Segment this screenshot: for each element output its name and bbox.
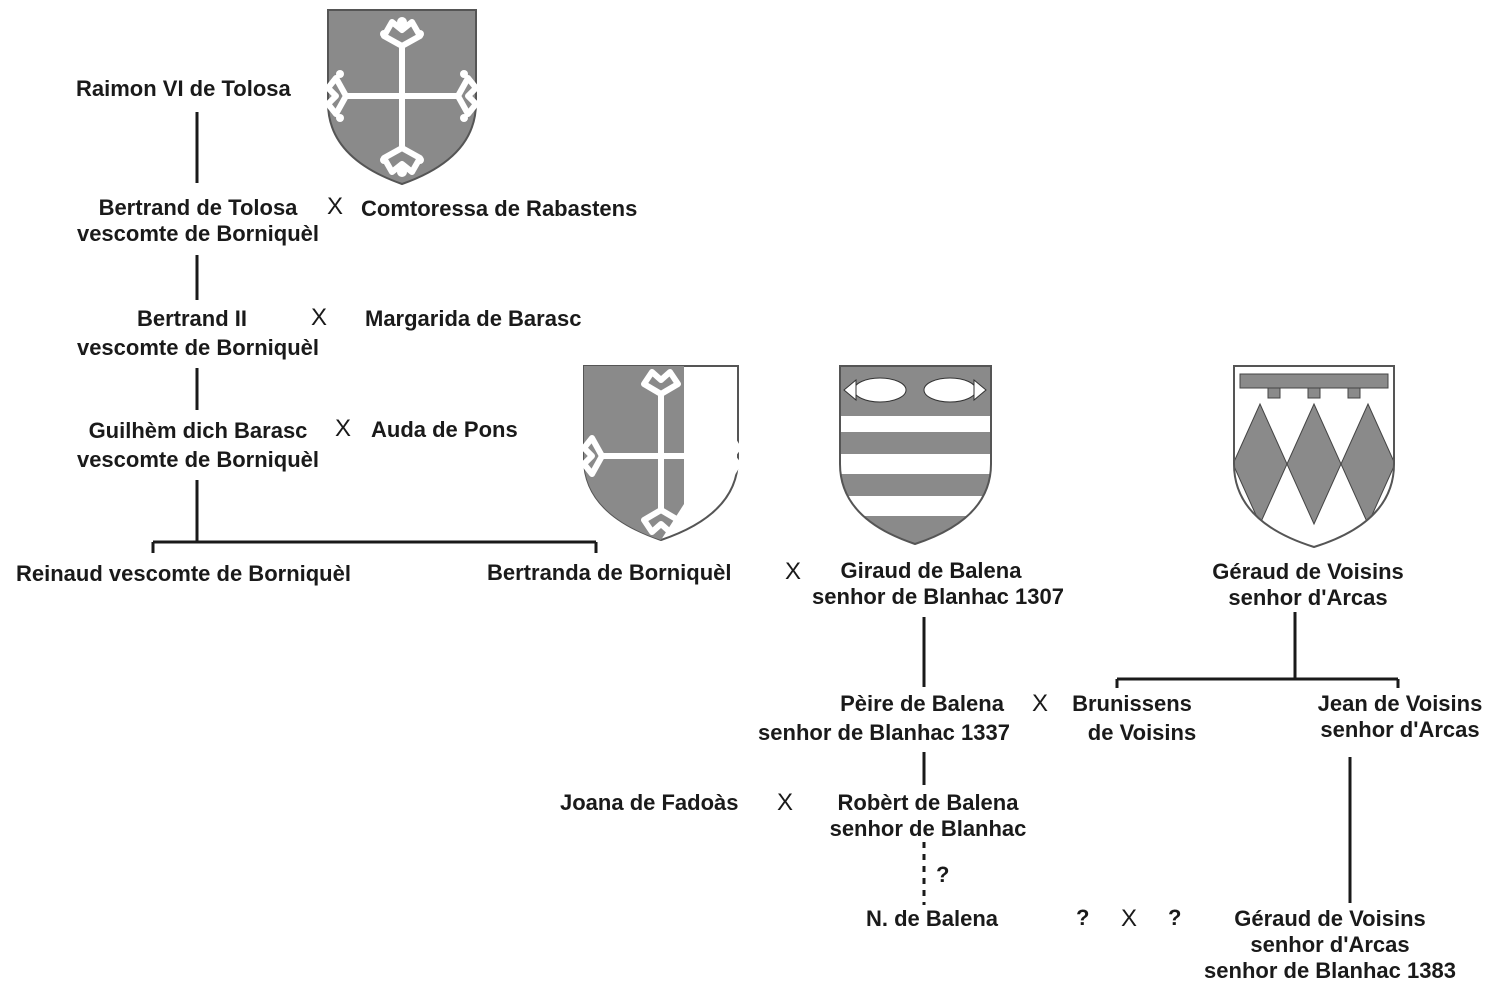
- person-title: senhor de Blanhac 1383: [1204, 958, 1456, 983]
- person-name: Giraud de Balena: [840, 558, 1022, 583]
- marriage-symbol: X: [1032, 690, 1049, 717]
- marriage-symbol: X: [785, 558, 802, 585]
- marriage-symbol: X: [327, 193, 344, 220]
- person-robert: Robèrt de Balena senhor de Blanhac: [808, 790, 1048, 842]
- unknown-person-symbol: ?: [1076, 905, 1090, 930]
- person-title: senhor d'Arcas: [1228, 585, 1388, 610]
- person-name: Robèrt de Balena: [837, 790, 1019, 815]
- person-title: de Voisins: [1087, 720, 1197, 745]
- person-giraud: Giraud de Balena senhor de Blanhac 1307: [790, 558, 1086, 610]
- person-geraud-voisins-2: Géraud de Voisins senhor d'Arcas senhor …: [1180, 906, 1480, 984]
- borniquel-cross-shield-icon: [582, 365, 740, 542]
- person-bertrand-de-tolosa: Bertrand de Tolosa vescomte de Borniquèl: [60, 195, 336, 247]
- person-name: Géraud de Voisins: [1234, 906, 1426, 931]
- toulouse-cross-shield-icon: [326, 9, 478, 186]
- person-title: senhor d'Arcas: [1320, 717, 1480, 742]
- person-bertrand-ii: Bertrand II vescomte de Borniquèl: [60, 306, 336, 361]
- unknown-person-symbol: ?: [1168, 905, 1182, 930]
- marriage-symbol: X: [335, 415, 352, 442]
- person-raimon: Raimon VI de Tolosa: [76, 76, 291, 101]
- person-comtoressa: Comtoressa de Rabastens: [361, 196, 638, 221]
- person-title: senhor d'Arcas: [1250, 932, 1410, 957]
- person-title: vescomte de Borniquèl: [76, 221, 320, 246]
- marriage-symbol: X: [1121, 905, 1138, 932]
- person-reinaud: Reinaud vescomte de Borniquèl: [16, 561, 351, 586]
- person-jean-voisins: Jean de Voisins senhor d'Arcas: [1300, 691, 1497, 743]
- person-geraud-voisins: Géraud de Voisins senhor d'Arcas: [1180, 559, 1436, 611]
- person-name: Guilhèm dich Barasc: [88, 418, 308, 443]
- voisins-lozenge-shield-icon: [1233, 365, 1395, 549]
- person-peire: Pèire de Balena senhor de Blanhac 1337: [736, 691, 1032, 746]
- person-title: senhor de Blanhac 1337: [758, 720, 1010, 745]
- person-guilhem: Guilhèm dich Barasc vescomte de Borniquè…: [60, 418, 336, 473]
- person-name: Bertrand II: [136, 306, 248, 331]
- person-title: senhor de Blanhac: [829, 816, 1027, 841]
- balena-fish-shield-icon: [839, 365, 992, 546]
- person-n-balena: N. de Balena: [866, 906, 999, 931]
- person-name: Brunissens: [1072, 691, 1192, 716]
- person-title: vescomte de Borniquèl: [76, 335, 320, 360]
- person-brunissens: Brunissens de Voisins: [1062, 691, 1222, 746]
- person-bertranda: Bertranda de Borniquèl: [487, 560, 732, 585]
- person-margarida: Margarida de Barasc: [365, 306, 582, 331]
- person-name: Bertrand de Tolosa: [98, 195, 298, 220]
- person-auda: Auda de Pons: [371, 417, 518, 442]
- marriage-symbol: X: [777, 789, 794, 816]
- person-title: senhor de Blanhac 1307: [812, 584, 1064, 609]
- person-name: Jean de Voisins: [1317, 691, 1483, 716]
- person-name: Pèire de Balena: [840, 691, 1004, 716]
- person-title: vescomte de Borniquèl: [76, 447, 320, 472]
- person-name: Géraud de Voisins: [1212, 559, 1404, 584]
- marriage-symbol: X: [311, 304, 328, 331]
- person-joana: Joana de Fadoàs: [560, 790, 739, 815]
- unknown-link-symbol: ?: [936, 862, 950, 887]
